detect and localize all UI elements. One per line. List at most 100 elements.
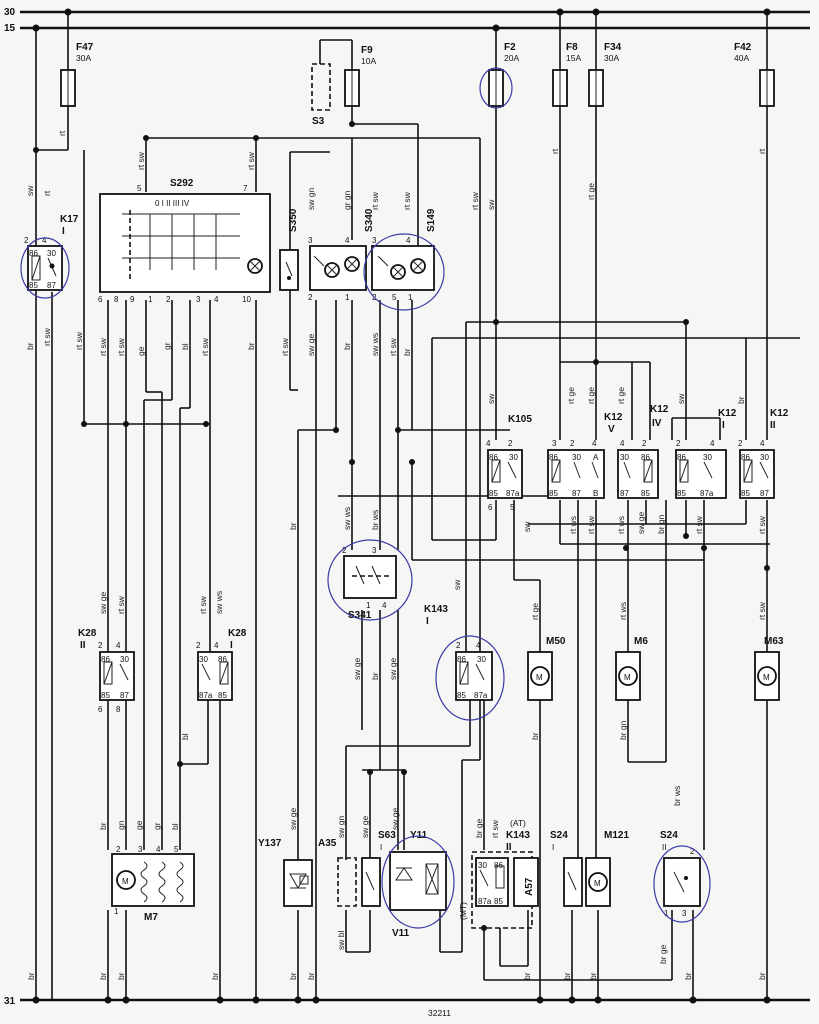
relay-k12v-label: K12 — [604, 412, 623, 423]
svg-text:bl: bl — [170, 823, 180, 830]
svg-text:86: 86 — [101, 655, 110, 664]
svg-text:4: 4 — [406, 236, 411, 245]
svg-text:rt ws: rt ws — [616, 516, 626, 534]
svg-text:86: 86 — [741, 453, 750, 462]
relay-k105-label: K105 — [508, 414, 532, 425]
svg-text:M: M — [536, 673, 543, 682]
svg-text:rt sw: rt sw — [98, 337, 108, 356]
svg-text:br: br — [98, 822, 108, 830]
module-a35: A35 — [318, 838, 357, 907]
svg-text:86: 86 — [677, 453, 686, 462]
switch-s24i-sub: I — [552, 843, 554, 852]
svg-text:4: 4 — [476, 641, 481, 650]
svg-text:gr: gr — [152, 822, 162, 830]
svg-text:6: 6 — [98, 705, 103, 714]
fuse-f8: F8 15A — [552, 12, 581, 107]
svg-text:rt sw: rt sw — [116, 337, 126, 356]
svg-text:3: 3 — [372, 236, 377, 245]
svg-text:M: M — [594, 879, 601, 888]
svg-text:rt ws: rt ws — [618, 602, 628, 620]
relay-k17-label: K17 — [60, 214, 79, 225]
svg-text:30: 30 — [572, 453, 581, 462]
svg-text:5: 5 — [510, 503, 515, 512]
relay-k143i-sub: I — [426, 616, 429, 627]
svg-text:br: br — [370, 672, 380, 680]
svg-text:gn: gn — [116, 820, 126, 830]
svg-text:87a: 87a — [478, 897, 492, 906]
relay-k17-sub: I — [62, 226, 65, 237]
svg-text:sw ws: sw ws — [370, 333, 380, 356]
relay-k143ii-mt: (MT) — [458, 902, 468, 920]
svg-text:87: 87 — [120, 691, 129, 700]
svg-text:30: 30 — [199, 655, 208, 664]
svg-text:1: 1 — [345, 293, 350, 302]
svg-text:4: 4 — [42, 236, 47, 245]
motor-m7: M M7 2 3 4 5 1 — [111, 845, 195, 923]
switch-s292-positions: 0 I II III IV — [155, 199, 190, 208]
svg-text:sw gn: sw gn — [306, 188, 316, 210]
svg-text:ge: ge — [136, 346, 146, 356]
svg-text:rt sw: rt sw — [246, 151, 256, 170]
motor-m121-label: M121 — [604, 830, 629, 841]
fuse-f42-rating: 40A — [734, 53, 749, 63]
fuse-f34-name: F34 — [604, 42, 622, 53]
rail-31-label: 31 — [4, 996, 16, 1007]
svg-text:3: 3 — [682, 909, 687, 918]
switch-s341-label: S341 — [348, 610, 372, 621]
svg-text:rt: rt — [550, 148, 560, 154]
svg-text:3: 3 — [196, 295, 201, 304]
switch-s350: S350 — [279, 208, 299, 291]
svg-text:2: 2 — [456, 641, 461, 650]
svg-text:87: 87 — [47, 281, 56, 290]
ink-circle-k17 — [20, 237, 70, 299]
relay-k28ii-label: K28 — [78, 628, 97, 639]
svg-text:br: br — [562, 972, 572, 980]
relay-k12-v: K12 V 3 2 4 86 30 A 85 87 B — [547, 412, 623, 499]
fuse-f2: F2 20A — [488, 28, 519, 107]
relay-k12v-sub: V — [608, 424, 615, 435]
svg-text:85: 85 — [218, 691, 227, 700]
relay-k12iv-sub: IV — [652, 418, 662, 429]
module-a57: A57 — [513, 857, 539, 907]
svg-text:rt sw: rt sw — [136, 151, 146, 170]
relay-k143-ii: K143 II (AT) (MT) 30 86 87a 85 — [458, 818, 533, 929]
switch-s340-label: S340 — [364, 208, 375, 232]
svg-text:10: 10 — [242, 295, 251, 304]
svg-text:4: 4 — [214, 641, 219, 650]
svg-text:3: 3 — [552, 439, 557, 448]
svg-text:bl: bl — [180, 733, 190, 740]
svg-text:2: 2 — [166, 295, 171, 304]
svg-text:85: 85 — [741, 489, 750, 498]
svg-text:ge: ge — [134, 820, 144, 830]
switch-s149-label: S149 — [426, 208, 437, 232]
module-a35-label: A35 — [318, 838, 337, 849]
relay-k12ii-label: K12 — [770, 408, 789, 419]
svg-text:4: 4 — [382, 601, 387, 610]
svg-text:4: 4 — [214, 295, 219, 304]
svg-text:br: br — [246, 342, 256, 350]
valve-y137: Y137 — [258, 838, 313, 907]
motor-m50-label: M50 — [546, 636, 566, 647]
svg-text:rt sw: rt sw — [490, 819, 500, 838]
svg-text:2: 2 — [196, 641, 201, 650]
svg-text:4: 4 — [345, 236, 350, 245]
svg-text:sw ge: sw ge — [98, 592, 108, 614]
svg-text:87a: 87a — [506, 489, 520, 498]
ink-circle-k143 — [435, 635, 505, 721]
svg-text:86: 86 — [641, 453, 650, 462]
switch-s340: S340 3 4 2 1 — [308, 208, 375, 302]
fuse-f8-name: F8 — [566, 42, 578, 53]
svg-text:rt ge: rt ge — [586, 183, 596, 200]
svg-text:5: 5 — [174, 845, 179, 854]
switch-s63-label: S63 — [378, 830, 396, 841]
svg-text:85: 85 — [677, 489, 686, 498]
svg-text:br ge: br ge — [658, 944, 668, 964]
svg-text:rt sw: rt sw — [370, 191, 380, 210]
svg-text:sw: sw — [25, 185, 35, 196]
ink-circle-s24 — [653, 845, 711, 923]
motor-m63-label: M63 — [764, 636, 784, 647]
svg-text:rt: rt — [42, 190, 52, 196]
svg-text:sw ge: sw ge — [352, 658, 362, 680]
svg-text:2: 2 — [116, 845, 121, 854]
